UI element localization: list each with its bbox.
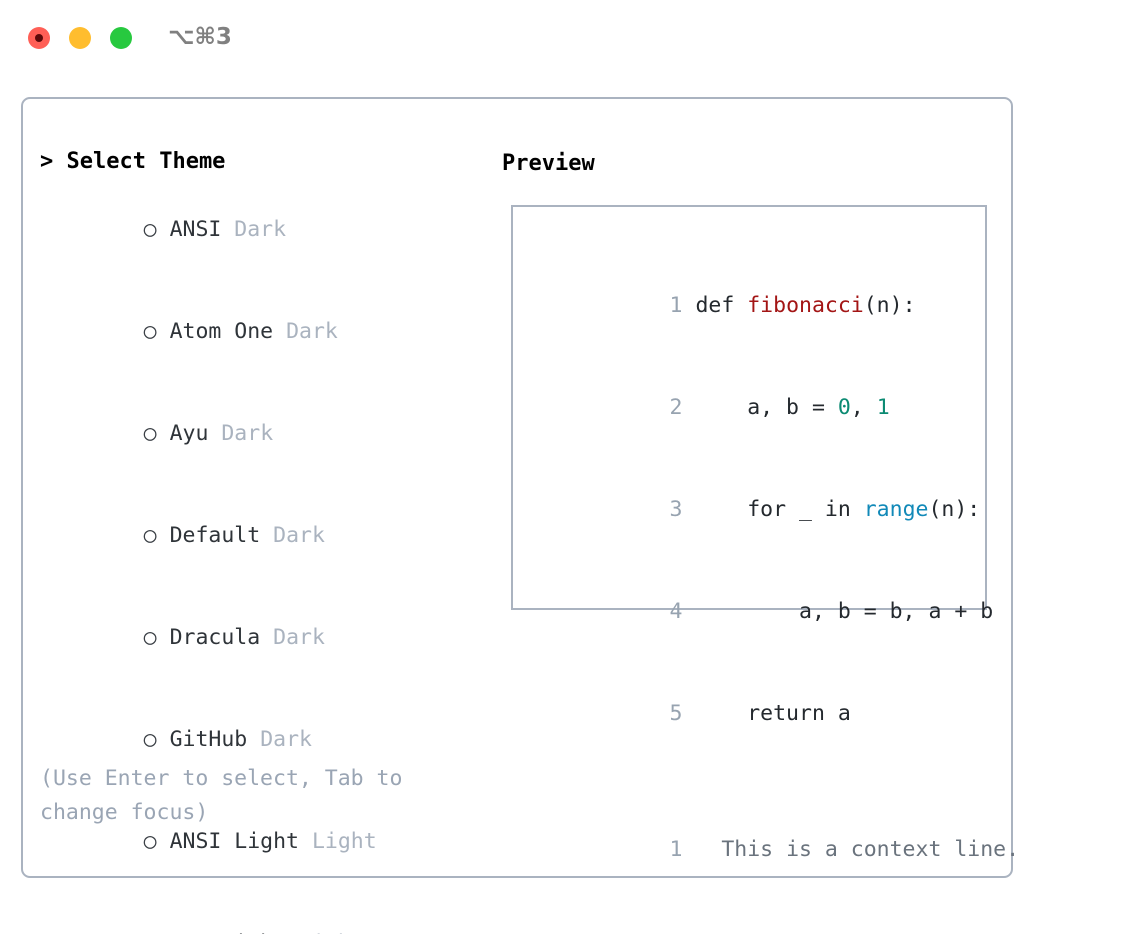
- code-line: 3 for _ in range(n):: [527, 459, 1019, 561]
- radio-icon: ○: [143, 421, 157, 446]
- minimize-button[interactable]: [69, 27, 91, 49]
- line-number: 5: [669, 701, 683, 726]
- theme-item[interactable]: ○ ANSI Light Light: [40, 791, 480, 893]
- diff-line-deleted: 2- This line was deleted.: [527, 901, 1019, 934]
- theme-item[interactable]: ○ Atom One Dark: [40, 281, 480, 383]
- code-token: def: [695, 293, 748, 318]
- theme-item[interactable]: ○ GitHub Dark: [40, 689, 480, 791]
- theme-variant: Dark: [221, 421, 274, 446]
- code-token: for _ in: [695, 497, 864, 522]
- preview-label: Preview: [502, 151, 595, 176]
- theme-name: GitHub: [169, 727, 248, 752]
- radio-icon: ○: [143, 727, 157, 752]
- theme-variant: Dark: [286, 319, 338, 344]
- theme-list-column: > Select Theme ○ ANSI Dark ○ Atom One Dark…: [40, 145, 480, 934]
- code-token: (n):: [928, 497, 981, 522]
- line-number: 3: [669, 497, 683, 522]
- theme-variant: Light: [311, 829, 377, 854]
- code-token: ,: [850, 395, 877, 420]
- theme-name: ANSI: [169, 217, 222, 242]
- radio-icon: ○: [143, 217, 157, 242]
- diff-sign: [695, 837, 721, 862]
- theme-variant: Dark: [260, 727, 312, 752]
- theme-name: Default: [169, 523, 261, 548]
- code-token: (n):: [863, 293, 916, 318]
- theme-item[interactable]: ○ Ayu Dark: [40, 383, 480, 485]
- code-token: a, b = b, a + b: [695, 599, 994, 624]
- line-number: 1: [669, 293, 683, 318]
- code-token-function: fibonacci: [747, 293, 864, 318]
- title-bar: ⌥⌘3: [0, 0, 1140, 76]
- keyboard-shortcut-label: ⌥⌘3: [168, 24, 232, 50]
- line-number: 4: [669, 599, 683, 624]
- theme-name: Ayu: [169, 421, 209, 446]
- theme-variant: Dark: [273, 523, 325, 548]
- code-line: 1 def fibonacci(n):: [527, 255, 1019, 357]
- theme-selector-panel: > Select Theme ○ ANSI Dark ○ Atom One Dark…: [21, 97, 1019, 934]
- radio-icon: ○: [143, 829, 157, 854]
- code-line: 5 return a: [527, 663, 1019, 765]
- line-number: 2: [669, 395, 683, 420]
- theme-item[interactable]: ○ Dracula Dark: [40, 587, 480, 689]
- theme-variant: Dark: [234, 217, 287, 242]
- theme-variant: Dark: [273, 625, 325, 650]
- select-theme-header: > Select Theme: [40, 149, 226, 174]
- code-token: a, b =: [695, 395, 838, 420]
- theme-name: Ayu Light: [170, 931, 287, 934]
- theme-variant: Light: [299, 931, 364, 934]
- theme-name: Atom One: [169, 319, 274, 344]
- theme-item[interactable]: ○Ayu Light Light: [40, 893, 480, 934]
- code-token-builtin: range: [863, 497, 929, 522]
- traffic-lights: [28, 27, 132, 49]
- keyboard-hint-text: (Use Enter to select, Tab to change focu…: [40, 766, 403, 825]
- code-token-number: 1: [876, 395, 890, 420]
- line-number: 1: [669, 837, 683, 862]
- theme-name: ANSI Light: [169, 829, 300, 854]
- maximize-button[interactable]: [110, 27, 132, 49]
- theme-item[interactable]: ○ ANSI Dark: [40, 179, 480, 281]
- radio-icon: ○: [143, 625, 157, 650]
- theme-name: Dracula: [169, 625, 261, 650]
- code-diff-spacer: [527, 765, 1019, 799]
- diff-line-context: 1 This is a context line.: [527, 799, 1020, 901]
- code-line: 2 a, b = 0, 1: [527, 357, 1019, 459]
- diff-text: This is a context line.: [721, 837, 1020, 862]
- close-button[interactable]: [28, 27, 50, 49]
- radio-icon: ○: [143, 319, 157, 344]
- radio-icon: ○: [143, 523, 157, 548]
- code-token-number: 0: [837, 395, 851, 420]
- code-token: return a: [695, 701, 851, 726]
- radio-icon: ○: [144, 927, 170, 934]
- theme-item[interactable]: ○ Default Dark: [40, 485, 480, 587]
- code-line: 4 a, b = b, a + b: [527, 561, 1019, 663]
